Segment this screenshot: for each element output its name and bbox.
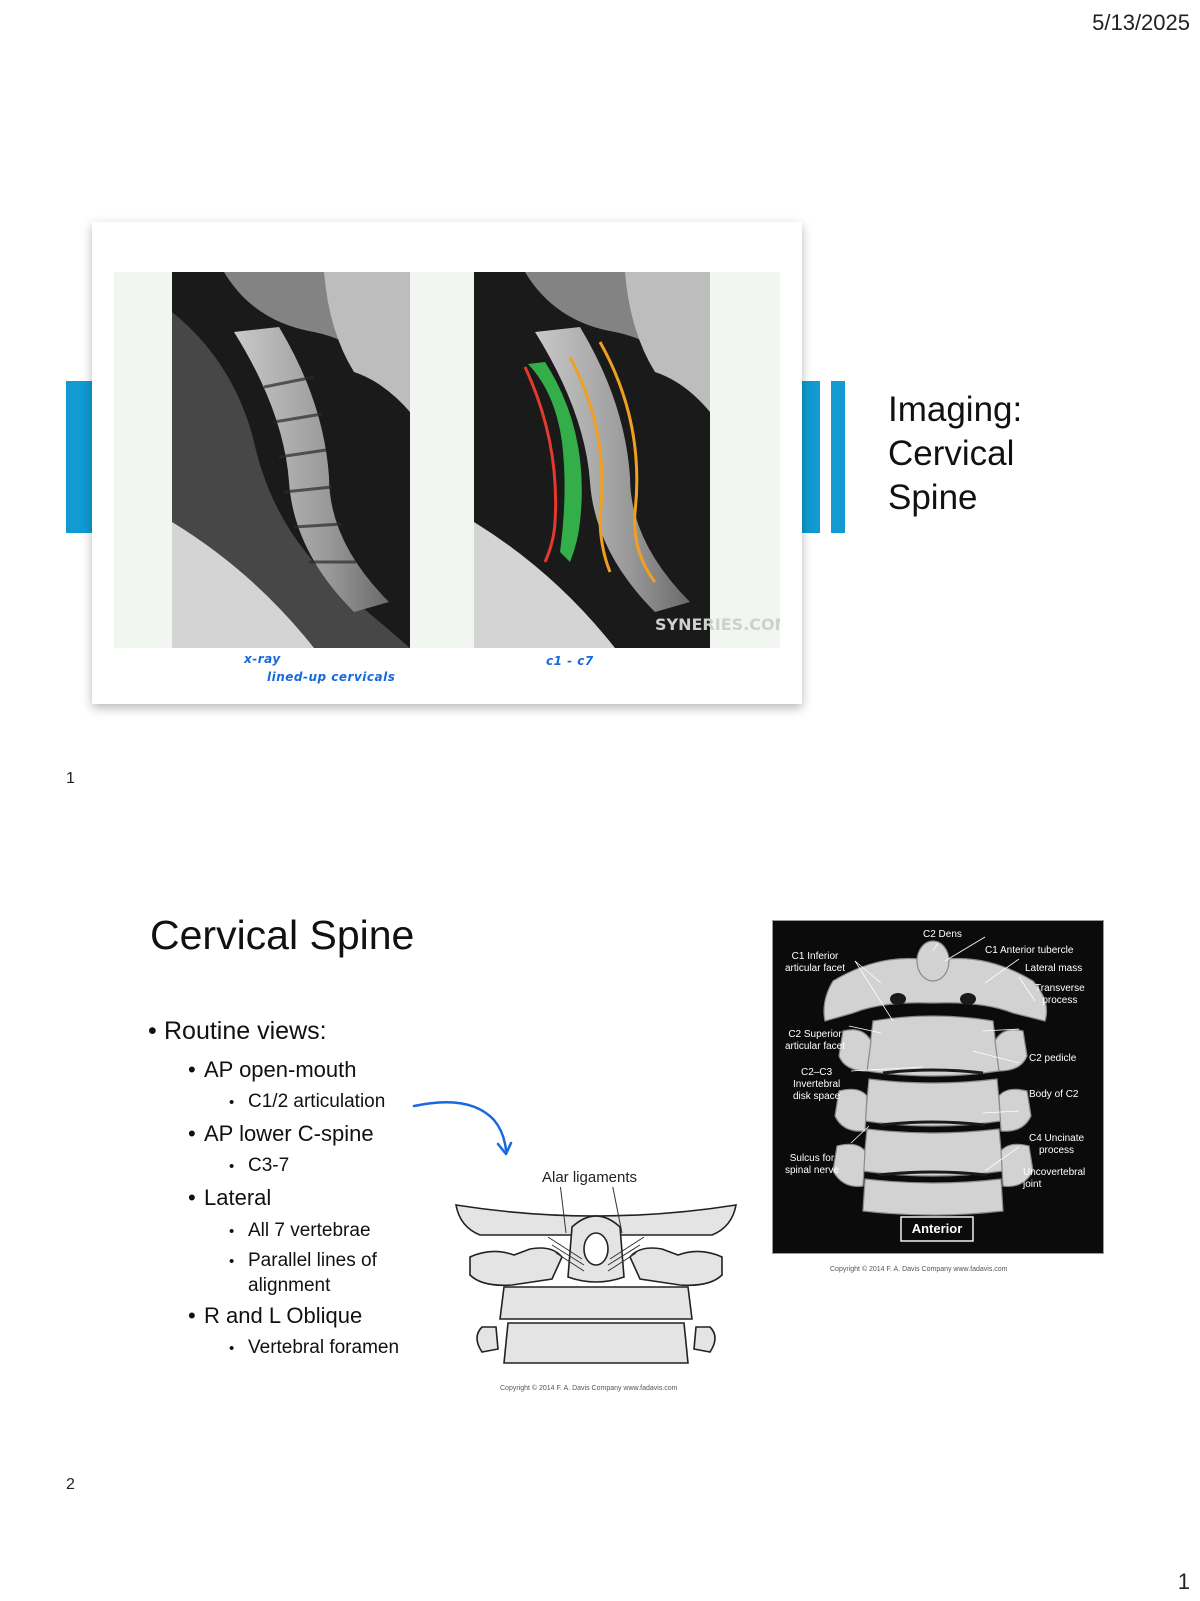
bullet-item: •R and L Oblique [188, 1303, 363, 1328]
xray-annotated-alignment-lines: SYNERIES.COM [474, 272, 791, 648]
bullet-item: •AP open-mouth [188, 1057, 357, 1082]
xray-panel-right: SYNERIES.COM [450, 272, 791, 648]
bullet-item: •Lateral [188, 1185, 272, 1210]
handwritten-arrow [412, 1100, 513, 1156]
bullet-item: •All 7 vertebrae [229, 1220, 371, 1241]
page-number: 1 [1177, 1569, 1190, 1594]
label-transverse-process: Transverse process [1035, 983, 1085, 1006]
slide-2-title: Cervical Spine [150, 912, 415, 958]
accent-bar-right-2 [831, 381, 845, 533]
label-c4-uncinate-process: C4 Uncinate process [1029, 1133, 1085, 1156]
slide-number-2: 2 [66, 1476, 75, 1493]
bullet-item: •AP lower C-spine [188, 1121, 374, 1146]
accent-bar-right-1 [802, 381, 820, 533]
bullet-item: •Parallel lines of [229, 1250, 377, 1271]
label-c2-dens: C2 Dens [923, 929, 962, 940]
anterior-label-box [900, 1216, 974, 1242]
vertebrae-anterior-render [823, 936, 1048, 1242]
label-lateral-mass: Lateral mass [1025, 963, 1083, 974]
bullet-item: •C1/2 articulation [229, 1091, 386, 1112]
handwriting-xray: x-ray [244, 652, 281, 666]
bullet-item-continuation: alignment [248, 1275, 331, 1296]
bullet-item: •Routine views: [148, 1017, 327, 1045]
annotation-green-region [528, 362, 582, 562]
accent-bar-left [66, 381, 92, 533]
alar-ligaments-figure: Alar ligaments [452, 1165, 740, 1365]
label-body-of-c2: Body of C2 [1029, 1089, 1079, 1100]
handwriting-c1-c7: c1 - c7 [546, 654, 594, 668]
annotation-orange-line-1 [568, 356, 612, 573]
slide-number-1: 1 [66, 770, 75, 787]
label-c1-inferior-articular-facet: C1 Inferior articular facet [785, 951, 846, 974]
image-watermark: SYNERIES.COM [655, 615, 780, 634]
label-sulcus-for-spinal-nerve: Sulcus for spinal nerve [785, 1153, 839, 1176]
bullet-item: •C3-7 [229, 1155, 290, 1176]
page-date: 5/13/2025 [1092, 10, 1190, 35]
ligament-figure-copyright: Copyright © 2014 F. A. Davis Company www… [500, 1385, 678, 1392]
dens-figure-copyright: Copyright © 2014 F. A. Davis Company www… [830, 1266, 1008, 1273]
annotation-orange-line-2 [598, 341, 657, 583]
handwriting-lined-up: lined-up cervicals [267, 670, 396, 684]
label-c2-superior-articular-facet: C2 Superior articular facet [785, 1029, 846, 1052]
xray-panel-left [114, 272, 450, 648]
bullet-item: •Vertebral foramen [229, 1337, 400, 1358]
alar-ligaments-drawing [455, 1187, 737, 1364]
slide-1-title: Imaging: Cervical Spine [888, 390, 1023, 517]
label-c2-pedicle: C2 pedicle [1029, 1053, 1077, 1064]
alar-ligaments-label: Alar ligaments [542, 1169, 638, 1186]
annotation-red-line [523, 366, 558, 563]
label-c2-c3-disk-space: C2–C3 Invertebral disk space [793, 1067, 841, 1102]
slide-1-image-card: SYNERIES.COM x-ray lined-up cervicals c1… [92, 222, 802, 704]
label-uncovertebral-joint: Uncovertebral joint [1023, 1167, 1086, 1190]
cervical-anterior-view-figure: C2 Dens C1 Anterior tubercle C1 Inferior… [772, 920, 1104, 1254]
label-anterior: Anterior [911, 1221, 963, 1236]
label-c1-anterior-tubercle: C1 Anterior tubercle [985, 945, 1074, 956]
xray-lateral-c-spine [172, 272, 410, 648]
